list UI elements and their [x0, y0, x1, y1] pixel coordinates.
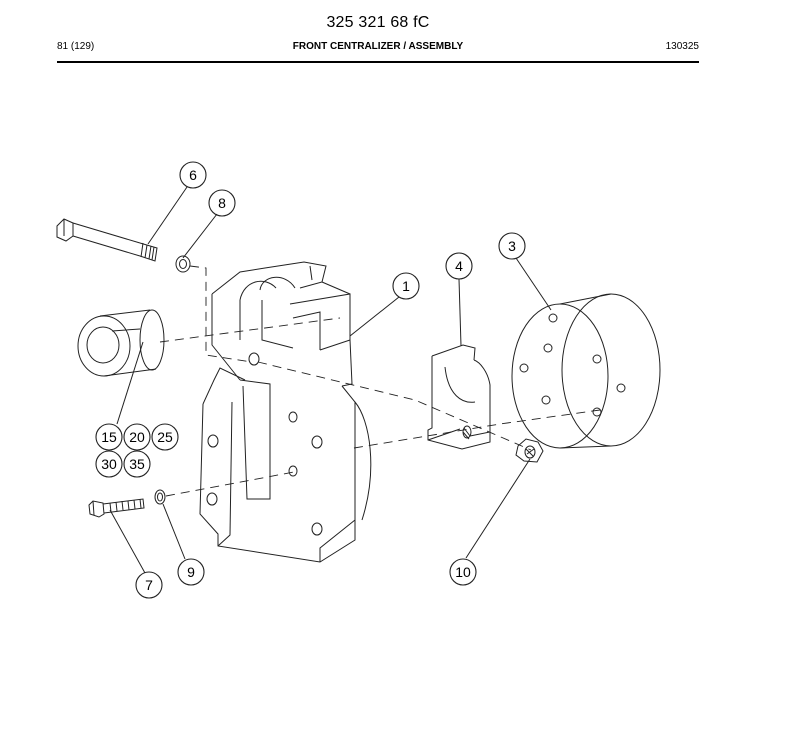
- header-rule: [57, 61, 699, 63]
- callout-15-circle: [95, 423, 123, 451]
- callout-35-label: 35: [129, 456, 145, 472]
- callout-9-label: 9: [187, 564, 195, 580]
- callout-3-label: 3: [508, 238, 516, 254]
- disc-part: [511, 293, 661, 449]
- washer-part-8: [175, 255, 191, 273]
- document-number: 325 321 68 fC: [326, 14, 430, 31]
- callout-30-circle: [95, 450, 123, 478]
- centralizer-body-part: [199, 261, 372, 563]
- callout-7-label: 7: [145, 577, 153, 593]
- callout-30-label: 30: [101, 456, 117, 472]
- nut-part: [515, 438, 544, 463]
- callout-20-label: 20: [129, 429, 145, 445]
- clamp-block-part: [427, 344, 491, 450]
- callout-6-circle: [179, 161, 207, 189]
- callout-4-circle: [445, 252, 473, 280]
- callout-20-circle: [123, 423, 151, 451]
- callout-10-circle: [449, 558, 477, 586]
- short-bolt-part: [88, 498, 145, 518]
- callout-3-circle: [498, 232, 526, 260]
- washer-part-9: [154, 489, 166, 505]
- section-title: FRONT CENTRALIZER / ASSEMBLY: [292, 41, 464, 52]
- assembly-axis-lines: [159, 265, 601, 497]
- callout-1-label: 1: [402, 278, 410, 294]
- callout-15-label: 15: [101, 429, 117, 445]
- callout-8-circle: [208, 189, 236, 217]
- bushing-part: [77, 309, 165, 377]
- callout-8-label: 8: [218, 195, 226, 211]
- callout-10-label: 10: [455, 564, 471, 580]
- callout-25-label: 25: [157, 429, 173, 445]
- callout-35-circle: [123, 450, 151, 478]
- callout-1-circle: [392, 272, 420, 300]
- callout-4-label: 4: [455, 258, 463, 274]
- callout-25-circle: [151, 423, 179, 451]
- callout-9-circle: [177, 558, 205, 586]
- page-reference: 81 (129): [57, 41, 95, 52]
- callout-bubbles: [95, 161, 526, 599]
- long-bolt-part: [56, 218, 158, 262]
- leader-lines: [109, 186, 552, 574]
- callout-7-circle: [135, 571, 163, 599]
- document-code: 130325: [665, 41, 699, 52]
- callout-6-label: 6: [189, 167, 197, 183]
